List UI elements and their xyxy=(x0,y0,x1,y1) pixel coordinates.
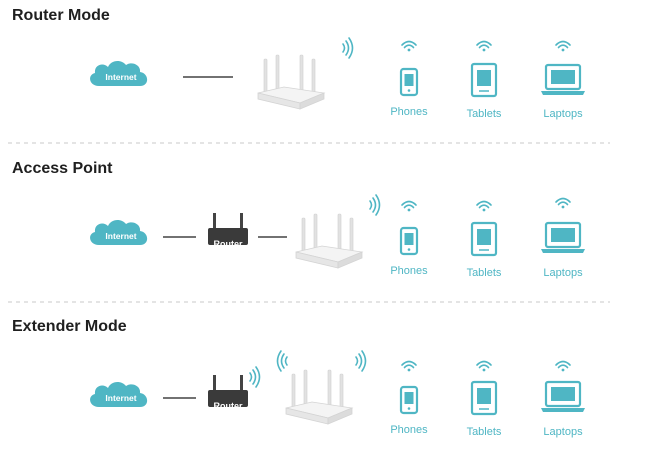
internet-label-1: Internet xyxy=(105,72,136,82)
device-label-tablets-3: Tablets xyxy=(466,426,502,438)
signal-waves-icon xyxy=(369,194,381,216)
section-title-access-point: Access Point xyxy=(12,160,113,177)
device-label-tablets-1: Tablets xyxy=(466,108,502,120)
wifi-icon xyxy=(476,360,492,373)
phone-icon xyxy=(399,385,419,415)
signal-waves-icon xyxy=(342,37,354,59)
section-title-extender-mode: Extender Mode xyxy=(12,318,127,335)
internet-cloud-2: Internet xyxy=(90,220,148,245)
signal-waves-icon xyxy=(276,350,288,372)
laptop-icon xyxy=(539,63,587,97)
router-box-3: Router xyxy=(208,375,248,411)
wireless-router-icon xyxy=(295,213,363,269)
router-box-2: Router xyxy=(208,213,248,249)
laptop-icon xyxy=(539,380,587,414)
wifi-icon xyxy=(476,40,492,53)
router-label-2: Router xyxy=(214,239,243,249)
laptop-icon xyxy=(539,221,587,255)
internet-cloud-3: Internet xyxy=(90,382,148,407)
wireless-router-icon xyxy=(257,54,325,110)
router-label-3: Router xyxy=(214,401,243,411)
device-label-laptops-1: Laptops xyxy=(543,108,583,120)
signal-waves-icon xyxy=(249,366,261,388)
phone-icon xyxy=(399,67,419,97)
device-label-phones-3: Phones xyxy=(390,424,428,436)
tablet-icon xyxy=(470,380,498,416)
wifi-icon xyxy=(401,360,417,373)
wifi-icon xyxy=(401,200,417,213)
phone-icon xyxy=(399,226,419,256)
device-label-phones-2: Phones xyxy=(390,265,428,277)
wifi-icon xyxy=(555,40,571,53)
device-label-phones-1: Phones xyxy=(390,106,428,118)
wifi-icon xyxy=(555,197,571,210)
signal-waves-icon xyxy=(355,350,367,372)
device-label-laptops-2: Laptops xyxy=(543,267,583,279)
device-label-laptops-3: Laptops xyxy=(543,426,583,438)
wifi-icon xyxy=(401,40,417,53)
tablet-icon xyxy=(470,62,498,98)
wireless-router-icon xyxy=(285,369,353,425)
wifi-icon xyxy=(555,360,571,373)
internet-label-3: Internet xyxy=(105,393,136,403)
tablet-icon xyxy=(470,221,498,257)
section-title-router-mode: Router Mode xyxy=(12,7,110,24)
device-label-tablets-2: Tablets xyxy=(466,267,502,279)
internet-label-2: Internet xyxy=(105,231,136,241)
internet-cloud-1: Internet xyxy=(90,61,148,86)
wifi-icon xyxy=(476,200,492,213)
